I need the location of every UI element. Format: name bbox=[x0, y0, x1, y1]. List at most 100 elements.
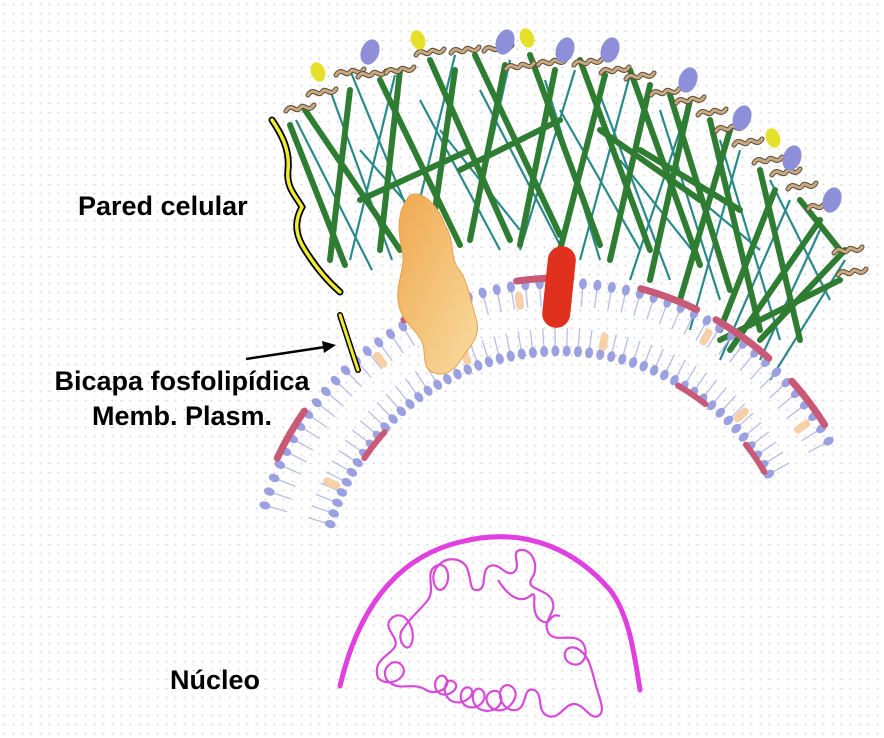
lipid-head bbox=[506, 350, 515, 362]
lipid-head bbox=[346, 467, 358, 477]
lipid-tail bbox=[620, 291, 627, 313]
peripheral-protein bbox=[788, 377, 829, 429]
lipid-tail bbox=[315, 493, 336, 503]
lipid-head bbox=[596, 348, 605, 360]
lipid-head bbox=[670, 374, 679, 386]
lipid-head bbox=[330, 375, 341, 386]
pectin-chain bbox=[572, 57, 604, 67]
cellulose-fiber bbox=[607, 82, 653, 263]
integral-protein-red bbox=[542, 246, 576, 328]
lipid-head bbox=[274, 460, 286, 469]
plasma-membrane bbox=[259, 193, 834, 529]
pectin-chain bbox=[284, 103, 316, 113]
lipid-tail bbox=[326, 392, 344, 407]
pectin-chain bbox=[649, 87, 681, 97]
nucleus bbox=[337, 534, 643, 718]
lipid-head bbox=[579, 278, 588, 290]
pectin-chain bbox=[599, 65, 631, 75]
pectin-chain bbox=[836, 267, 868, 277]
lipid-tail bbox=[294, 439, 314, 451]
yellow-glycoprotein bbox=[519, 28, 535, 48]
hemicellulose-strand bbox=[518, 69, 577, 251]
glycoprotein-blob bbox=[732, 105, 752, 131]
lipid-head bbox=[731, 423, 742, 434]
lipid-head bbox=[528, 347, 537, 359]
lipid-head bbox=[639, 360, 648, 372]
cholesterol bbox=[598, 332, 609, 351]
pectin-chain bbox=[414, 47, 446, 57]
lipid-tail bbox=[317, 403, 336, 418]
cellulose-fiber bbox=[707, 117, 763, 333]
lipid-tail bbox=[336, 381, 353, 397]
cellulose-fiber bbox=[577, 57, 653, 253]
lipid-head bbox=[352, 458, 363, 468]
membrane-arrow bbox=[245, 341, 336, 361]
pectin-chain bbox=[306, 87, 338, 97]
lipid-head bbox=[707, 400, 717, 411]
lipid-head bbox=[660, 369, 669, 381]
pectin-chain bbox=[832, 245, 864, 255]
peripheral-protein bbox=[361, 429, 388, 462]
nuclear-envelope bbox=[337, 534, 643, 693]
glycoprotein-blob bbox=[678, 67, 698, 93]
pectin-chain bbox=[732, 137, 764, 147]
cellulose-fiber bbox=[467, 62, 508, 243]
lipid-head bbox=[324, 519, 336, 529]
cellulose-fiber bbox=[377, 67, 403, 253]
pectin-chain bbox=[786, 181, 818, 191]
lipid-tail bbox=[721, 395, 737, 412]
lipid-head bbox=[396, 406, 407, 417]
lipid-head bbox=[618, 353, 627, 365]
bilayer-label-line1: Bicapa fosfolipídica bbox=[54, 366, 310, 396]
lipid-tail bbox=[643, 344, 653, 365]
cellulose-fiber bbox=[757, 247, 848, 343]
cellulose-fiber bbox=[717, 187, 778, 333]
pectin-chain bbox=[674, 95, 706, 105]
pectin-chain bbox=[770, 167, 802, 177]
lipid-head bbox=[540, 346, 549, 358]
cholesterol bbox=[733, 407, 749, 423]
cellulose-fiber bbox=[557, 72, 608, 253]
lipid-head bbox=[341, 477, 352, 487]
lipid-head bbox=[474, 360, 483, 371]
lipid-head bbox=[649, 365, 659, 376]
lipid-head bbox=[506, 281, 515, 293]
lipid-head bbox=[340, 365, 351, 376]
pectin-chains bbox=[283, 42, 869, 278]
cell-wall-label: Pared celular bbox=[78, 191, 248, 221]
lipid-tail bbox=[391, 335, 404, 354]
lipid-head bbox=[268, 473, 280, 483]
lipid-head bbox=[607, 351, 616, 363]
lipid-tail bbox=[325, 471, 346, 482]
lipid-tail bbox=[777, 394, 795, 409]
lipid-head bbox=[823, 436, 834, 446]
lipid-head bbox=[328, 509, 339, 518]
lipid-head bbox=[551, 345, 560, 357]
lipid-head bbox=[517, 348, 526, 360]
lipid-head bbox=[374, 337, 384, 348]
hemicellulose-strand bbox=[769, 259, 846, 381]
lipid-head bbox=[585, 347, 594, 359]
cellulose-fiber bbox=[597, 127, 703, 203]
hemicellulose-strand bbox=[658, 109, 722, 301]
pectin-chain bbox=[356, 69, 388, 79]
lipid-head bbox=[593, 279, 602, 291]
cellulose-fiber bbox=[327, 87, 353, 263]
hemicellulose-strand bbox=[348, 74, 397, 261]
lipid-tail bbox=[729, 403, 746, 420]
lipid-head bbox=[495, 353, 504, 365]
lipid-head bbox=[398, 321, 408, 332]
lipid-head bbox=[388, 414, 398, 424]
lipid-tail bbox=[611, 333, 617, 355]
glycoprotein-blob bbox=[360, 39, 380, 65]
lipid-tail bbox=[749, 363, 765, 380]
lipid-tail bbox=[275, 478, 296, 487]
lipid-head bbox=[362, 346, 372, 357]
nucleus-label: Núcleo bbox=[170, 665, 261, 695]
lipid-head bbox=[259, 501, 271, 510]
cellulose-fiber bbox=[357, 147, 473, 203]
lipid-head bbox=[320, 386, 331, 397]
lipid-head bbox=[311, 398, 322, 408]
lipid-head bbox=[723, 415, 734, 426]
lipid-head bbox=[443, 373, 452, 385]
